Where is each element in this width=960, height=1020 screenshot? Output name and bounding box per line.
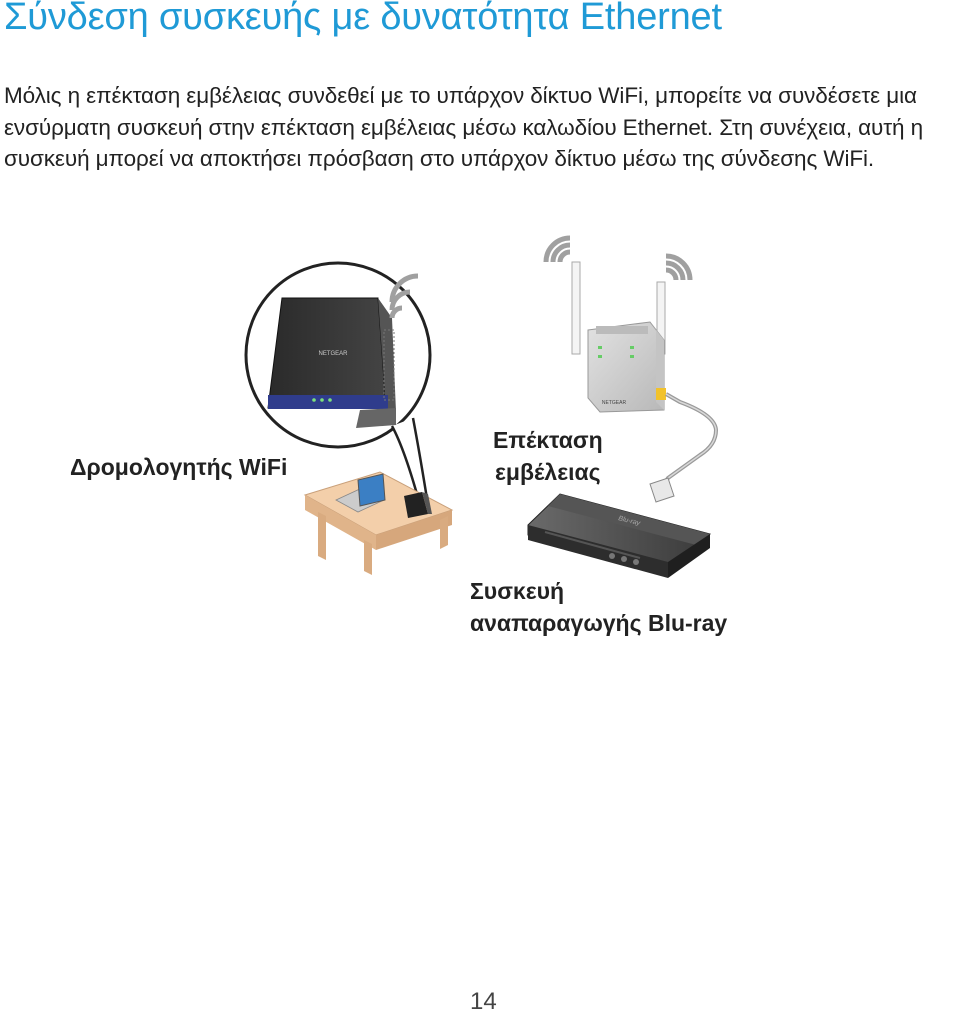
desk-scene	[303, 471, 454, 575]
extender-image: NETGEAR	[543, 235, 693, 413]
page-number: 14	[470, 988, 497, 1015]
router-wifi-icon	[389, 273, 419, 319]
bluray-player-image: Blu-ray	[527, 493, 711, 578]
extender-wifi-icon-right	[665, 253, 693, 281]
extender-antenna-left	[571, 261, 581, 355]
ethernet-cable	[649, 392, 719, 503]
router-label: Δρομολογητής WiFi	[70, 454, 288, 480]
router-brand: NETGEAR	[318, 351, 348, 357]
bluray-label-line2: αναπαραγωγής Blu-ray	[470, 610, 728, 636]
router-image: NETGEAR	[267, 297, 396, 428]
extender-label-line1: Επέκταση	[493, 427, 603, 453]
router-accent-strip	[268, 395, 388, 409]
extender-label-line2: εμβέλειας	[495, 459, 601, 485]
laptop-image	[335, 473, 386, 513]
extender-wifi-icon-left	[543, 235, 571, 263]
router-zoom-callout: NETGEAR	[244, 261, 432, 507]
desk-router-image	[404, 492, 432, 518]
extender-brand: NETGEAR	[602, 400, 627, 406]
ethernet-port	[656, 388, 666, 400]
page-heading: Σύνδεση συσκευής με δυνατότητα Ethernet	[4, 0, 722, 38]
bluray-label-line1: Συσκευή	[470, 578, 565, 604]
intro-paragraph: Μόλις η επέκταση εμβέλειας συνδεθεί με τ…	[4, 83, 924, 171]
rj45-connector	[649, 477, 675, 503]
